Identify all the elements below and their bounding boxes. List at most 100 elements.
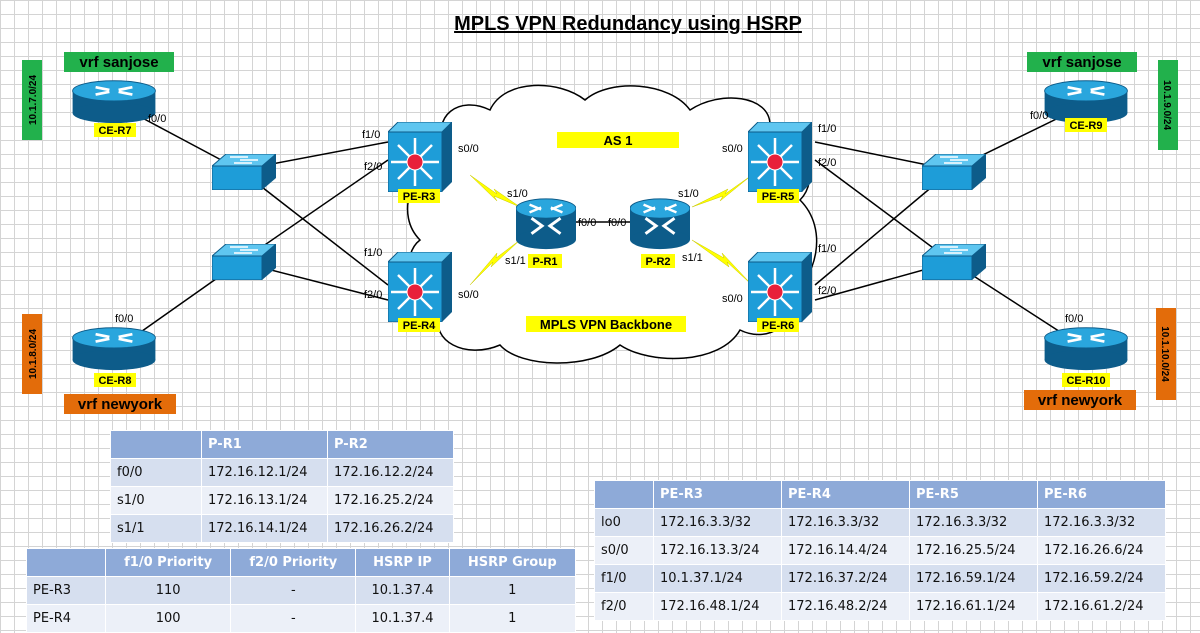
net-r10: 10.1.10.0/24	[1159, 326, 1170, 382]
pe-r5-label: PE-R5	[762, 191, 794, 203]
ce-r9-f00-label: f0/0	[1030, 110, 1048, 122]
p-r2-label: P-R2	[645, 256, 670, 268]
table-row: s1/0 172.16.13.1/24 172.16.25.2/24	[110, 486, 454, 515]
table-cell: 172.16.12.2/24	[327, 458, 454, 487]
table-cell: -	[230, 604, 357, 633]
table-cell: s1/0	[110, 486, 202, 515]
table-cell: f1/0	[594, 564, 654, 593]
vrf-newyork-right-bg	[1024, 390, 1136, 410]
table-header: P-R2	[327, 430, 454, 459]
table-cell: s1/1	[110, 514, 202, 543]
pe-r5-switch-icon	[748, 122, 812, 192]
table-cell: 172.16.12.1/24	[201, 458, 328, 487]
pe-r3-label: PE-R3	[403, 191, 435, 203]
table-cell: 10.1.37.4	[355, 604, 450, 633]
table-row: PE-R3 110 - 10.1.37.4 1	[26, 576, 577, 605]
table-cell: 172.16.13.3/24	[653, 536, 782, 565]
pe-r6-switch-icon	[748, 252, 812, 322]
vrf-sanjose-left-bg	[64, 52, 174, 72]
table-header: HSRP IP	[355, 548, 450, 577]
table-header: HSRP Group	[448, 548, 577, 577]
table-cell: 10.1.37.4	[355, 576, 450, 605]
p-r1-label: P-R1	[532, 256, 557, 268]
table-header-row: P-R1 P-R2	[110, 430, 454, 459]
table-row: f0/0 172.16.12.1/24 172.16.12.2/24	[110, 458, 454, 487]
pe-r6-label: PE-R6	[762, 320, 794, 332]
table-header: f1/0 Priority	[104, 548, 232, 577]
hsrp-table: f1/0 Priority f2/0 Priority HSRP IP HSRP…	[26, 548, 577, 633]
table-cell: 172.16.25.2/24	[327, 486, 454, 515]
table-row: s1/1 172.16.14.1/24 172.16.26.2/24	[110, 514, 454, 543]
ce-r8-f00-label: f0/0	[115, 313, 133, 325]
table-cell: 172.16.48.1/24	[653, 592, 782, 621]
pe-r4-s00-label: s0/0	[458, 289, 479, 301]
table-cell: 172.16.61.1/24	[909, 592, 1038, 621]
pe-r6-s00-label: s0/0	[722, 293, 743, 305]
table-header: f2/0 Priority	[230, 548, 357, 577]
pe-router-table: PE-R3 PE-R4 PE-R5 PE-R6 lo0 172.16.3.3/3…	[594, 480, 1166, 621]
vrf-newyork-right: vrf newyork	[1038, 392, 1123, 409]
net-r7-bg	[22, 60, 42, 140]
ce-r9-label: CE-R9	[1069, 120, 1102, 132]
table-cell: 172.16.61.2/24	[1037, 592, 1166, 621]
ce-r8-label-bg	[94, 373, 136, 387]
pe-r5-s00-label: s0/0	[722, 143, 743, 155]
ce-r7-label-bg	[94, 123, 136, 137]
table-header: PE-R4	[781, 480, 910, 509]
as-label: AS 1	[604, 133, 633, 148]
table-row: s0/0 172.16.13.3/24 172.16.14.4/24 172.1…	[594, 536, 1166, 565]
switch-left-top	[212, 154, 276, 190]
as-label-bg	[557, 132, 679, 148]
backbone-label: MPLS VPN Backbone	[540, 317, 672, 332]
table-cell: 1	[448, 576, 577, 605]
table-cell: 172.16.59.1/24	[909, 564, 1038, 593]
p-r1-s10-label: s1/0	[507, 188, 528, 200]
vrf-sanjose-right: vrf sanjose	[1042, 54, 1121, 71]
pe-r4-f20-label: f2/0	[364, 289, 382, 301]
ce-r9-label-bg	[1065, 118, 1107, 132]
pe-r6-f20-label: f2/0	[818, 285, 836, 297]
table-cell: 110	[104, 576, 232, 605]
pe-r6-f10-label: f1/0	[818, 243, 836, 255]
table-header: PE-R6	[1037, 480, 1166, 509]
ce-r8-router-icon	[71, 326, 157, 371]
table-row: f1/0 10.1.37.1/24 172.16.37.2/24 172.16.…	[594, 564, 1166, 593]
table-header	[26, 548, 106, 577]
table-header-row: PE-R3 PE-R4 PE-R5 PE-R6	[594, 480, 1166, 509]
pe-r5-f20-label: f2/0	[818, 157, 836, 169]
p-r1-s11-label: s1/1	[505, 255, 526, 267]
table-cell: 172.16.37.2/24	[781, 564, 910, 593]
table-row: PE-R4 100 - 10.1.37.4 1	[26, 604, 577, 633]
ce-r10-router-icon	[1043, 326, 1129, 371]
ce-r9-router-icon	[1043, 79, 1129, 124]
p-r1-router-icon	[516, 197, 576, 251]
switch-right-top	[922, 154, 986, 190]
p-router-table: P-R1 P-R2 f0/0 172.16.12.1/24 172.16.12.…	[110, 430, 454, 543]
table-cell: 172.16.26.2/24	[327, 514, 454, 543]
vrf-newyork-left-bg	[64, 394, 176, 414]
table-header: PE-R3	[653, 480, 782, 509]
table-cell: PE-R4	[26, 604, 106, 633]
table-cell: f2/0	[594, 592, 654, 621]
table-cell: -	[230, 576, 357, 605]
table-cell: f0/0	[110, 458, 202, 487]
net-r8: 10.1.8.0/24	[28, 329, 39, 379]
table-cell: lo0	[594, 508, 654, 537]
pe-r4-label-bg	[398, 318, 440, 332]
diagram-title: MPLS VPN Redundancy using HSRP	[454, 13, 802, 35]
ce-r10-label-bg	[1062, 373, 1110, 387]
ce-r10-label: CE-R10	[1066, 375, 1105, 387]
table-header-row: f1/0 Priority f2/0 Priority HSRP IP HSRP…	[26, 548, 577, 577]
switch-right-bottom	[922, 244, 986, 280]
pe-r5-f10-label: f1/0	[818, 123, 836, 135]
table-cell: s0/0	[594, 536, 654, 565]
pe-r3-switch-icon	[388, 122, 452, 192]
ce-r8-label: CE-R8	[98, 375, 131, 387]
table-cell: 172.16.3.3/32	[653, 508, 782, 537]
net-r10-bg	[1156, 308, 1176, 400]
p-r2-f00-label: f0/0	[608, 217, 626, 229]
table-cell: 172.16.25.5/24	[909, 536, 1038, 565]
table-cell: 172.16.26.6/24	[1037, 536, 1166, 565]
p-r1-label-bg	[528, 254, 562, 268]
